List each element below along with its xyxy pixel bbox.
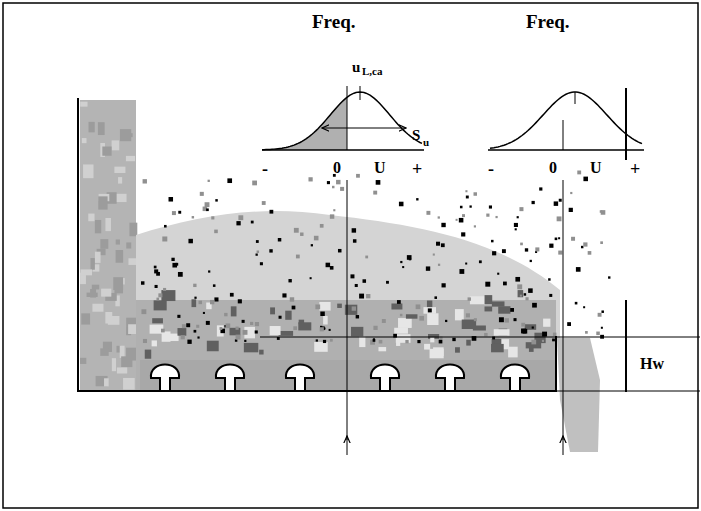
froth — [80, 100, 610, 452]
axis-title: Freq. — [312, 12, 355, 31]
axis-label: + — [630, 160, 640, 178]
axis-label: - — [488, 160, 494, 178]
axis-label: S — [412, 128, 420, 143]
axis-title: Freq. — [526, 12, 569, 31]
axis-label: L,ca — [362, 66, 382, 77]
distribution-curves — [262, 86, 644, 150]
axis-label: u — [423, 137, 429, 148]
axis-label: U — [374, 160, 386, 176]
axis-label: - — [262, 160, 268, 178]
weir-height-label: Hw — [640, 356, 664, 372]
tray-structure — [78, 88, 700, 455]
axis-label: 0 — [549, 160, 557, 176]
axis-label: + — [412, 160, 422, 178]
axis-label: 0 — [333, 160, 341, 176]
axis-label: u — [352, 60, 360, 75]
frame — [3, 3, 698, 508]
axis-label: U — [590, 160, 602, 176]
